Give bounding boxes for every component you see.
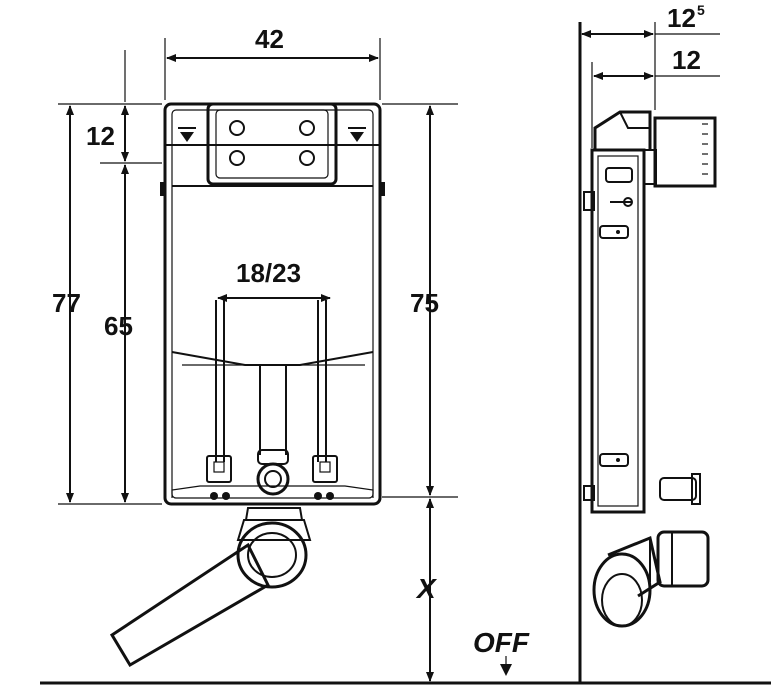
dim-side-depth-label: 12	[667, 3, 696, 33]
bolt-icon	[229, 150, 245, 166]
dim-side-small-label: 12	[672, 45, 701, 75]
front-view	[160, 102, 385, 506]
bolt-icon	[229, 120, 245, 136]
drain-pipe-angled	[109, 542, 270, 668]
side-view	[578, 22, 717, 683]
foot-bracket	[206, 455, 232, 483]
access-panel-inner	[215, 109, 329, 179]
dim-side-depth-sup: 5	[697, 2, 705, 18]
dim-lower-height-label: 65	[104, 311, 133, 341]
dim-frame-height-label: 75	[410, 288, 439, 318]
access-panel-outer	[206, 102, 338, 186]
floor-level-label: OFF	[473, 627, 530, 658]
dim-floor-offset-label: X	[415, 573, 438, 604]
drain-elbow	[109, 507, 312, 668]
bolt-icon	[299, 120, 315, 136]
dim-pipe-spacing-label: 18/23	[236, 258, 301, 288]
mount-marker-icon	[180, 132, 194, 142]
lower-chamfer	[171, 351, 374, 366]
dim-width-label: 42	[255, 24, 284, 54]
dim-total-height-label: 77	[52, 288, 81, 318]
bolt-icon	[299, 150, 315, 166]
foot-bracket	[312, 455, 338, 483]
front-frame-inner	[171, 109, 374, 499]
side-tab	[160, 182, 166, 196]
front-frame-outer	[163, 102, 382, 506]
dim-upper-label: 12	[86, 121, 115, 151]
flush-box	[653, 116, 717, 188]
floor-level-arrow-icon	[500, 664, 512, 676]
side-body	[590, 148, 646, 514]
side-tab	[379, 182, 385, 196]
mount-marker-icon	[350, 132, 364, 142]
drain-outlet	[256, 462, 290, 496]
